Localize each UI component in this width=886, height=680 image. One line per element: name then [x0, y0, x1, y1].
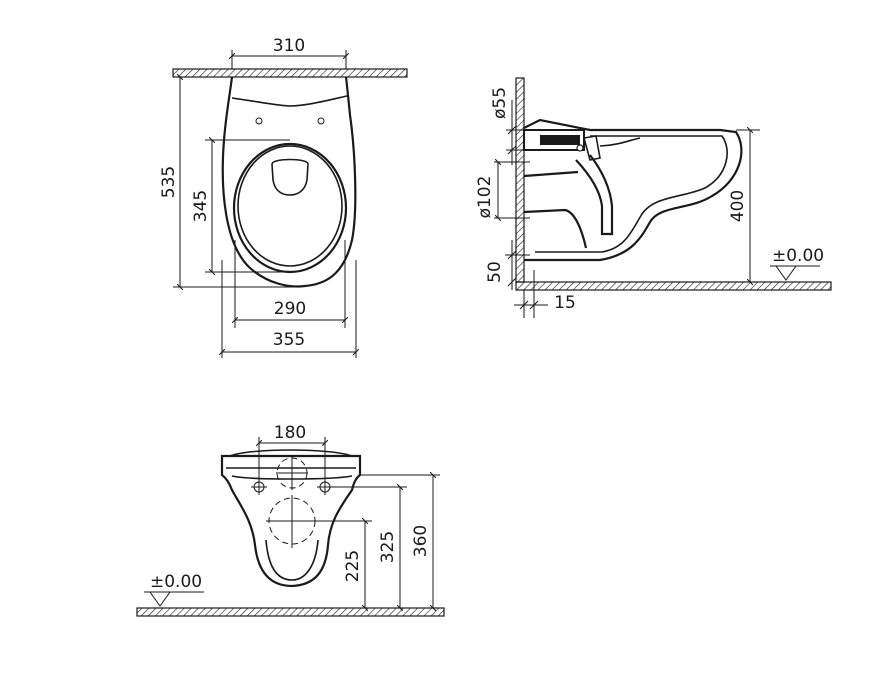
- front-view-body: [220, 454, 362, 588]
- dim-top-width: 310: [273, 36, 305, 56]
- front-view-trunk: [265, 539, 319, 581]
- dim-side-height: 400: [728, 190, 748, 222]
- dim-seat-width: 290: [274, 299, 306, 319]
- top-view-bowl-opening: [271, 158, 309, 196]
- top-view-wall: [172, 68, 408, 78]
- top-view-bowl-back: [231, 95, 348, 107]
- top-view: 310 535 345 290 355: [159, 36, 408, 358]
- side-view-floor-level: ±0.00: [772, 246, 824, 266]
- side-view-floor: [515, 281, 832, 291]
- side-view: ø55 ø102 50 15 400 ±0.00: [475, 77, 832, 318]
- dim-pipe-height: 50: [485, 261, 505, 283]
- front-view-rim: [226, 467, 356, 480]
- dim-wall-gap: 15: [554, 293, 576, 313]
- dim-bolt-spacing: 180: [274, 423, 306, 443]
- side-view-bowl-trap: [599, 137, 641, 147]
- dim-seat-length: 345: [191, 190, 211, 222]
- side-view-outlet: [523, 170, 588, 249]
- front-view-floor: [136, 607, 445, 617]
- side-view-wall: [515, 77, 525, 283]
- front-view: 180 225 325 360 ±0.00: [136, 423, 445, 617]
- side-view-bowl-inner: [535, 135, 728, 253]
- dim-height-b: 325: [378, 531, 398, 563]
- top-view-seat-inner: [237, 145, 343, 267]
- side-view-level-marker: [775, 265, 797, 281]
- side-view-bowl-outline: [523, 118, 743, 262]
- top-view-seat-outer: [232, 142, 348, 274]
- front-view-level-marker: [149, 591, 171, 607]
- dim-pipe-large: ø102: [475, 176, 495, 219]
- side-view-siphon: [575, 154, 614, 236]
- front-view-floor-level: ±0.00: [150, 572, 202, 592]
- dim-top-length: 535: [159, 166, 179, 198]
- top-view-bowl-outline: [221, 76, 357, 288]
- dim-height-a: 225: [343, 550, 363, 582]
- top-view-mount-hole-right: [317, 117, 325, 125]
- dim-pipe-small: ø55: [490, 87, 510, 119]
- dim-overall-width: 355: [273, 330, 305, 350]
- top-view-mount-hole-left: [255, 117, 263, 125]
- dim-height-c: 360: [411, 525, 431, 557]
- side-view-inlet-bolt: [576, 144, 584, 152]
